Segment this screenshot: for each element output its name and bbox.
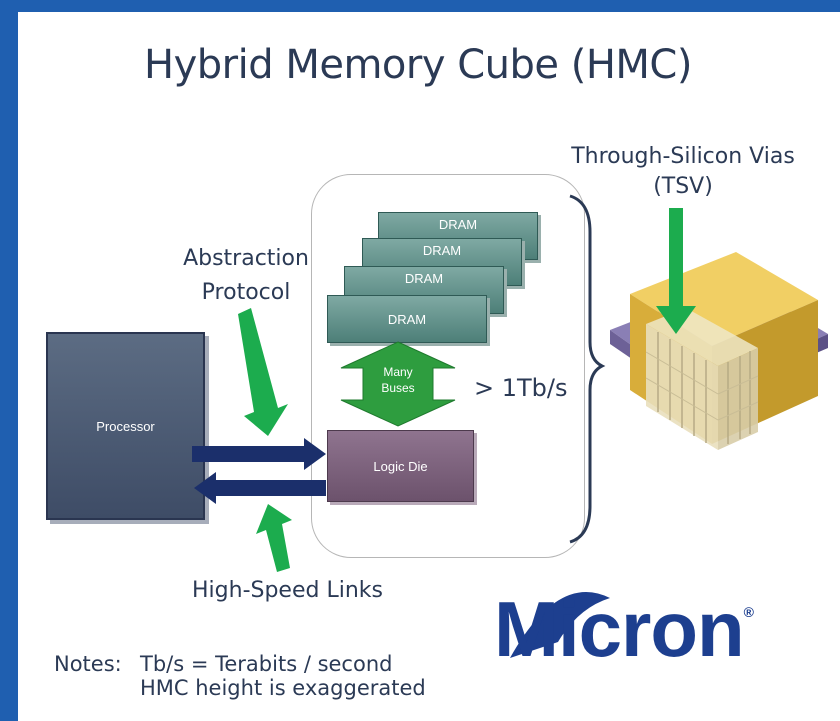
notes: Notes: Tb/s = Terabits / second HMC heig… bbox=[54, 652, 426, 700]
many-buses-arrow bbox=[340, 341, 456, 427]
high-speed-links-label: High-Speed Links bbox=[192, 578, 383, 603]
abstraction-protocol-arrow bbox=[238, 308, 288, 436]
registered-mark: ® bbox=[743, 604, 754, 620]
tsv-label: Through-Silicon Vias (TSV) bbox=[563, 142, 803, 202]
bandwidth-label: > 1Tb/s bbox=[474, 374, 568, 402]
micron-logo-text: Micron bbox=[494, 585, 745, 673]
tsv-line1: Through-Silicon Vias bbox=[571, 144, 795, 169]
hmc-container bbox=[311, 174, 585, 558]
link-arrow-left bbox=[194, 472, 326, 504]
processor-block: Processor bbox=[46, 332, 205, 520]
abstraction-protocol-label: Abstraction Protocol bbox=[181, 242, 311, 310]
logic-die-block: Logic Die bbox=[327, 430, 474, 502]
link-arrow-right bbox=[192, 438, 326, 470]
micron-logo-mark bbox=[510, 591, 610, 658]
hmc-3d-cube bbox=[610, 252, 828, 450]
dram-layer-1: DRAM bbox=[327, 295, 487, 343]
many-buses-line2: Buses bbox=[381, 381, 415, 395]
high-speed-links-arrow bbox=[256, 504, 292, 572]
notes-line2: HMC height is exaggerated bbox=[140, 676, 426, 700]
notes-line1: Tb/s = Terabits / second bbox=[140, 652, 393, 676]
tsv-arrow bbox=[656, 208, 696, 334]
bracket bbox=[569, 194, 606, 544]
diagram-graphics bbox=[192, 194, 828, 658]
abstraction-protocol-line1: Abstraction bbox=[183, 246, 309, 271]
slide-title: Hybrid Memory Cube (HMC) bbox=[144, 42, 692, 88]
abstraction-protocol-line2: Protocol bbox=[201, 280, 291, 305]
notes-label: Notes: bbox=[54, 652, 122, 676]
many-buses-label: Many Buses bbox=[373, 364, 423, 396]
slide: Hybrid Memory Cube (HMC) Abstraction Pro… bbox=[18, 12, 840, 721]
micron-logo: Micron® bbox=[494, 584, 754, 675]
many-buses-line1: Many bbox=[383, 365, 413, 379]
tsv-line2: (TSV) bbox=[653, 174, 713, 199]
